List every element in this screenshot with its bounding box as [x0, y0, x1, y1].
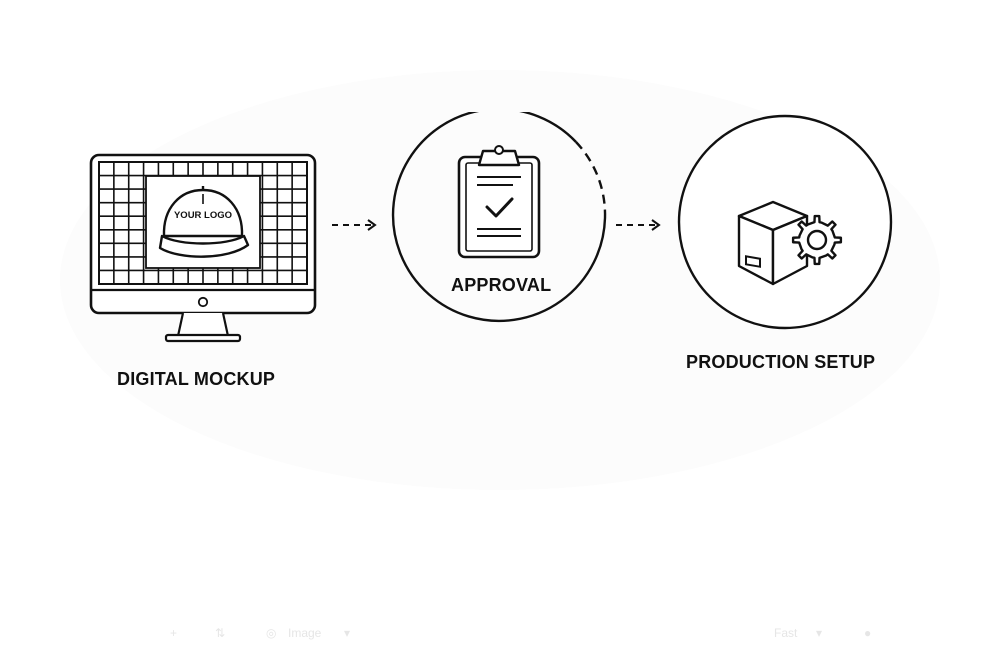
step-label-approval: APPROVAL [451, 275, 552, 295]
toolbar-left-label[interactable]: Image [288, 626, 322, 640]
image-icon[interactable]: ◎ [266, 626, 277, 640]
faint-toolbar: + ⇅ ◎ Image ▾ Fast ▾ ● [150, 622, 886, 646]
toolbar-right-label[interactable]: Fast [774, 626, 798, 640]
step-label-production-setup: PRODUCTION SETUP [686, 352, 876, 372]
monitor-icon [89, 153, 317, 343]
screen-logo-text: YOUR LOGO [173, 210, 233, 221]
dashed-arrow-1 [332, 219, 377, 231]
step-label-digital-mockup: DIGITAL MOCKUP [117, 369, 276, 389]
approval-circle [391, 112, 607, 323]
clipboard-check-icon [457, 145, 541, 259]
box-gear-icon [737, 200, 843, 286]
chevron-down-icon[interactable]: ▾ [344, 626, 351, 640]
adjust-icon[interactable]: ⇅ [215, 626, 226, 640]
dashed-arrow-2 [616, 219, 661, 231]
chevron-down-icon[interactable]: ▾ [816, 626, 823, 640]
microphone-icon[interactable]: ● [864, 626, 872, 640]
cap-icon [158, 186, 250, 258]
plus-icon[interactable]: + [170, 626, 178, 640]
